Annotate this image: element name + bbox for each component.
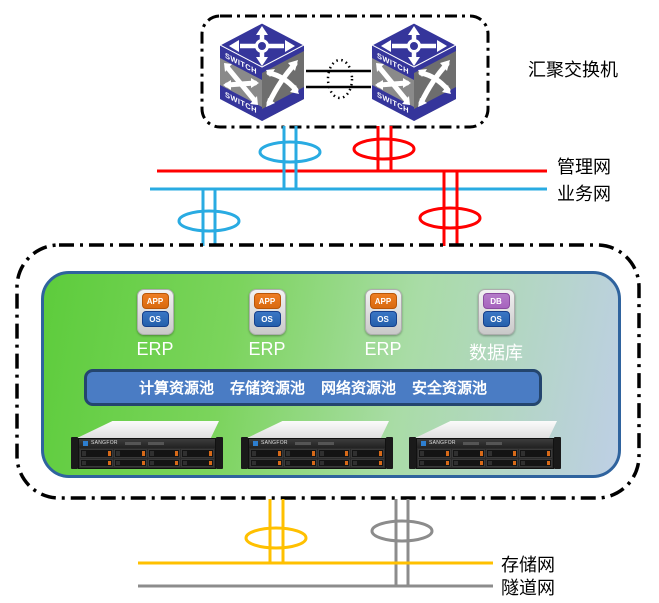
drive-bay bbox=[418, 449, 451, 458]
server-brand: SANGFOR bbox=[91, 440, 118, 446]
server-port bbox=[485, 442, 502, 445]
drive-bay bbox=[250, 449, 283, 458]
drive-bay bbox=[317, 449, 351, 458]
drive-bay bbox=[147, 449, 181, 458]
pool-compute: 计算资源池 bbox=[138, 380, 214, 397]
drive-bay bbox=[519, 458, 552, 467]
vm-erp-1: APP OS ERP bbox=[120, 289, 190, 360]
server-logo-icon bbox=[253, 441, 258, 446]
drive-bay bbox=[485, 449, 519, 458]
server-front: SANGFOR bbox=[248, 438, 386, 469]
os-badge: OS bbox=[253, 311, 281, 327]
drive-bay bbox=[283, 458, 317, 467]
vm-erp-2: APP OS ERP bbox=[232, 289, 302, 360]
drive-bay bbox=[418, 458, 451, 467]
drive-bay bbox=[113, 449, 147, 458]
server-port bbox=[462, 442, 479, 445]
vm-stack-icon: APP OS bbox=[248, 289, 286, 335]
drive-bay bbox=[181, 458, 214, 467]
drive-bay bbox=[283, 449, 317, 458]
storage-link-ellipse bbox=[244, 526, 308, 550]
server-brand: SANGFOR bbox=[429, 440, 456, 446]
pool-storage: 存储资源池 bbox=[229, 380, 305, 397]
aggregation-switch-label: 汇聚交换机 bbox=[528, 60, 618, 80]
resource-pool-bar: 计算资源池 存储资源池 网络资源池 安全资源池 bbox=[84, 369, 542, 406]
drive-bay bbox=[250, 458, 283, 467]
db-badge: DB bbox=[482, 293, 510, 309]
storage-network-label: 存储网 bbox=[501, 555, 555, 575]
aggregation-switch-left: SWITCH SWITCH bbox=[218, 22, 306, 122]
vm-label: ERP bbox=[136, 339, 174, 359]
server-top bbox=[75, 421, 219, 439]
vm-erp-3: APP OS ERP bbox=[348, 289, 418, 360]
biz-downlink-ellipse bbox=[177, 209, 241, 233]
os-badge: OS bbox=[369, 311, 397, 327]
server-top bbox=[413, 421, 557, 439]
tunnel-network-label: 隧道网 bbox=[501, 578, 555, 598]
mgmt-uplink-ellipse bbox=[352, 137, 416, 161]
drive-bay bbox=[451, 458, 485, 467]
os-badge: OS bbox=[141, 311, 169, 327]
vm-stack-icon: APP OS bbox=[364, 289, 402, 335]
server-logo-icon bbox=[421, 441, 426, 446]
drive-bay bbox=[351, 449, 384, 458]
drive-bay bbox=[317, 458, 351, 467]
pool-security: 安全资源池 bbox=[412, 380, 488, 397]
aggregation-switch-right: SWITCH SWITCH bbox=[370, 22, 458, 122]
rack-server-2: SANGFOR bbox=[241, 421, 393, 473]
rack-ear bbox=[71, 437, 78, 469]
vm-label: ERP bbox=[248, 339, 286, 359]
switch-icon: SWITCH SWITCH bbox=[370, 22, 458, 121]
app-badge: APP bbox=[141, 293, 169, 309]
pool-network: 网络资源池 bbox=[321, 380, 397, 397]
os-badge: OS bbox=[482, 311, 510, 327]
rack-ear bbox=[386, 437, 393, 469]
app-badge: APP bbox=[253, 293, 281, 309]
server-logo-icon bbox=[83, 441, 88, 446]
mgmt-downlink-ellipse bbox=[418, 206, 482, 230]
drive-bay bbox=[519, 449, 552, 458]
rack-ear bbox=[409, 437, 416, 469]
rack-ear bbox=[241, 437, 248, 469]
server-port bbox=[294, 442, 311, 445]
mgmt-network-label: 管理网 bbox=[557, 157, 611, 177]
biz-uplink-ellipse bbox=[258, 140, 322, 164]
server-front: SANGFOR bbox=[416, 438, 554, 469]
tunnel-link-ellipse bbox=[370, 519, 434, 543]
server-port bbox=[317, 442, 334, 445]
biz-network-label: 业务网 bbox=[557, 184, 611, 204]
vm-stack-icon: APP OS bbox=[136, 289, 174, 335]
drive-bay bbox=[485, 458, 519, 467]
drive-bay bbox=[113, 458, 147, 467]
rack-ear bbox=[554, 437, 561, 469]
server-port bbox=[124, 442, 141, 445]
switch-icon: SWITCH SWITCH bbox=[218, 22, 306, 121]
drive-bay bbox=[351, 458, 384, 467]
vm-label: ERP bbox=[364, 339, 402, 359]
drive-bay bbox=[181, 449, 214, 458]
link-aggregation-ellipse bbox=[326, 58, 354, 100]
vm-database: DB OS 数据库 bbox=[461, 289, 531, 365]
drive-bay bbox=[80, 449, 113, 458]
server-port bbox=[147, 442, 164, 445]
vm-label: 数据库 bbox=[469, 343, 523, 363]
app-badge: APP bbox=[369, 293, 397, 309]
rack-ear bbox=[216, 437, 223, 469]
cloud-resource-container: APP OS ERP APP OS ERP APP OS ERP DB OS 数… bbox=[41, 271, 621, 478]
drive-bay bbox=[80, 458, 113, 467]
rack-server-3: SANGFOR bbox=[409, 421, 561, 473]
drive-bay bbox=[451, 449, 485, 458]
server-top bbox=[245, 421, 389, 439]
server-front: SANGFOR bbox=[78, 438, 216, 469]
vm-stack-icon: DB OS bbox=[477, 289, 515, 335]
rack-server-1: SANGFOR bbox=[71, 421, 223, 473]
drive-bay bbox=[147, 458, 181, 467]
server-brand: SANGFOR bbox=[261, 440, 288, 446]
